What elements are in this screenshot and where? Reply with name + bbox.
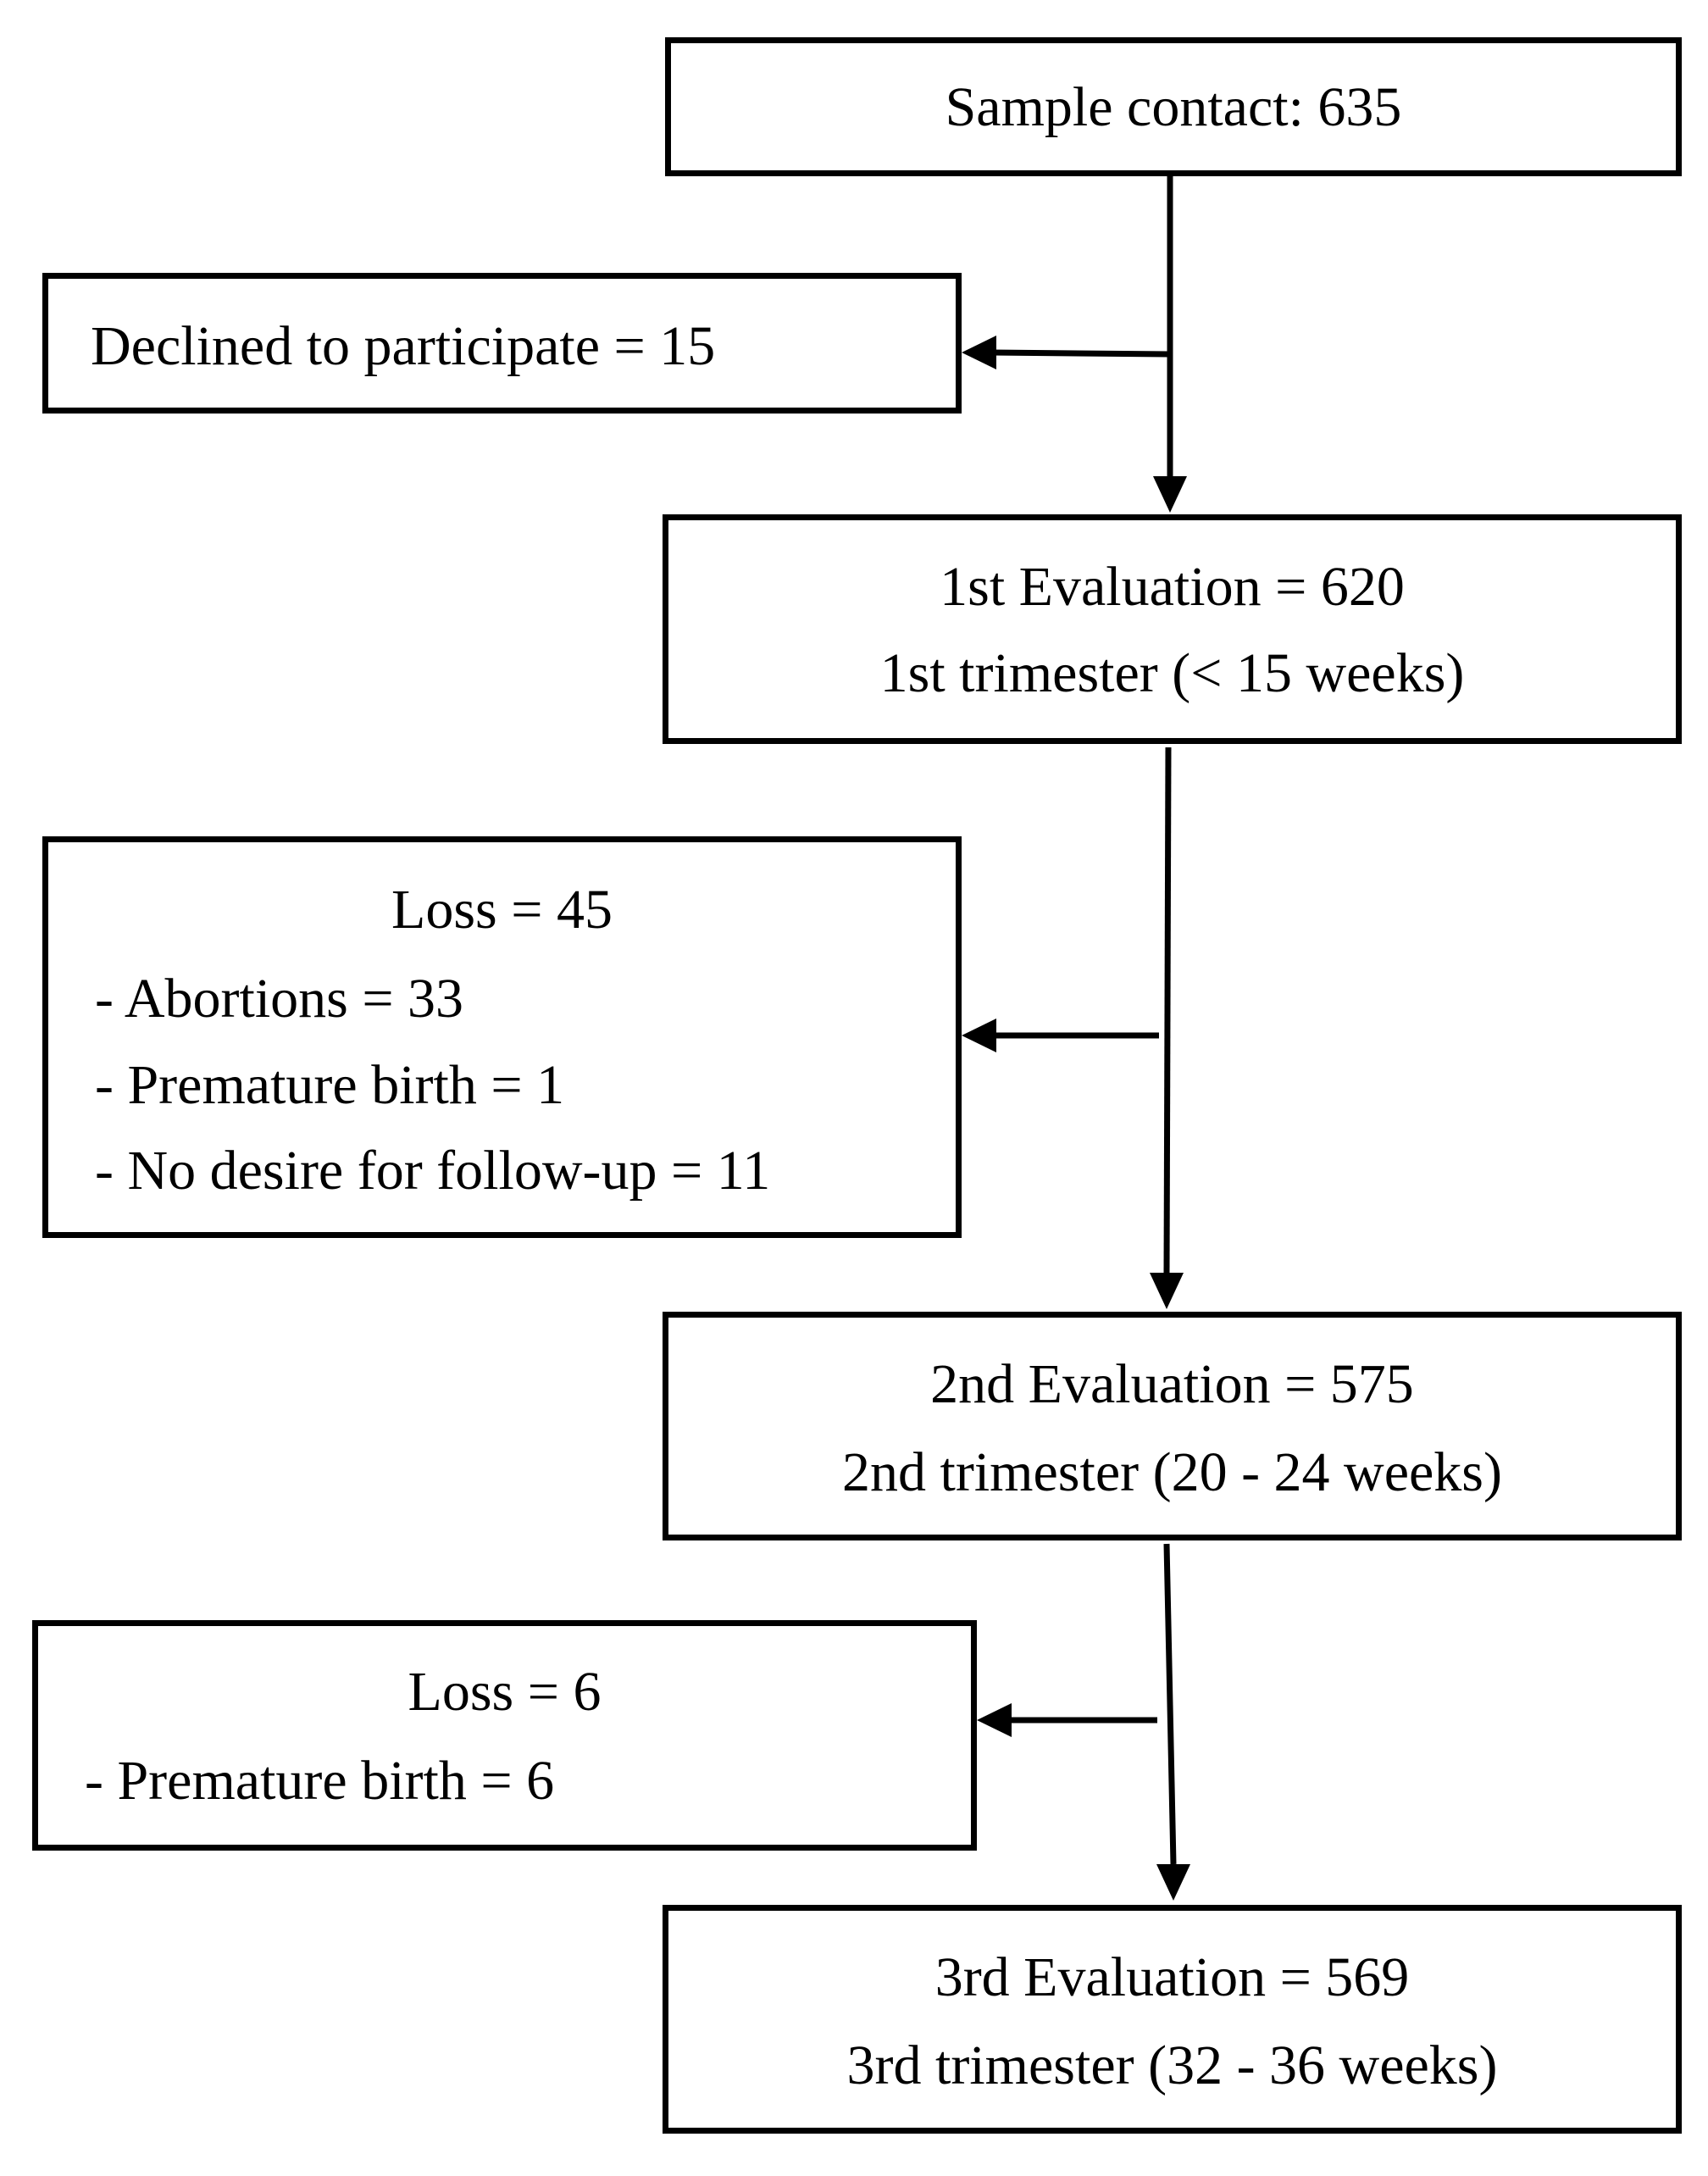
sample-contact-box: Sample contact: 635 [665, 37, 1682, 176]
eval1-box: 1st Evaluation = 620 1st trimester (< 15… [663, 514, 1682, 744]
loss2-box: Loss = 6 - Premature birth = 6 [32, 1620, 977, 1851]
eval3-box: 3rd Evaluation = 569 3rd trimester (32 -… [663, 1905, 1682, 2134]
arrowhead-to-loss2 [977, 1703, 1012, 1737]
sample-contact-text: Sample contact: 635 [945, 76, 1402, 138]
arrowhead-to-declined [962, 336, 996, 369]
loss1-item: - No desire for follow-up = 11 [95, 1140, 771, 1202]
eval2-subtitle: 2nd trimester (20 - 24 weeks) [842, 1441, 1502, 1503]
loss2-item: - Premature birth = 6 [85, 1750, 555, 1812]
arrowhead-to-eval1 [1153, 476, 1187, 513]
arrowhead-to-eval3 [1156, 1864, 1190, 1901]
connector-to-declined [990, 349, 1171, 358]
loss1-item: - Premature birth = 1 [95, 1054, 565, 1116]
loss1-box: Loss = 45 - Abortions = 33 - Premature b… [42, 836, 962, 1238]
eval2-title: 2nd Evaluation = 575 [930, 1353, 1414, 1415]
eval2-box: 2nd Evaluation = 575 2nd trimester (20 -… [663, 1312, 1682, 1540]
loss1-item: - Abortions = 33 [95, 968, 464, 1030]
connector-eval2-to-eval3 [1163, 1543, 1177, 1865]
eval1-subtitle: 1st trimester (< 15 weeks) [879, 642, 1465, 704]
declined-text: Declined to participate = 15 [91, 315, 716, 377]
eval1-title: 1st Evaluation = 620 [940, 556, 1405, 618]
loss2-title: Loss = 6 [408, 1661, 602, 1723]
eval3-subtitle: 3rd trimester (32 - 36 weeks) [846, 2034, 1498, 2096]
declined-box: Declined to participate = 15 [42, 273, 962, 414]
arrowhead-to-loss1 [962, 1019, 996, 1052]
connector-eval1-to-eval2 [1163, 747, 1172, 1274]
eval3-title: 3rd Evaluation = 569 [934, 1946, 1410, 2008]
arrowhead-to-eval2 [1150, 1273, 1184, 1309]
loss1-title: Loss = 45 [391, 879, 613, 941]
